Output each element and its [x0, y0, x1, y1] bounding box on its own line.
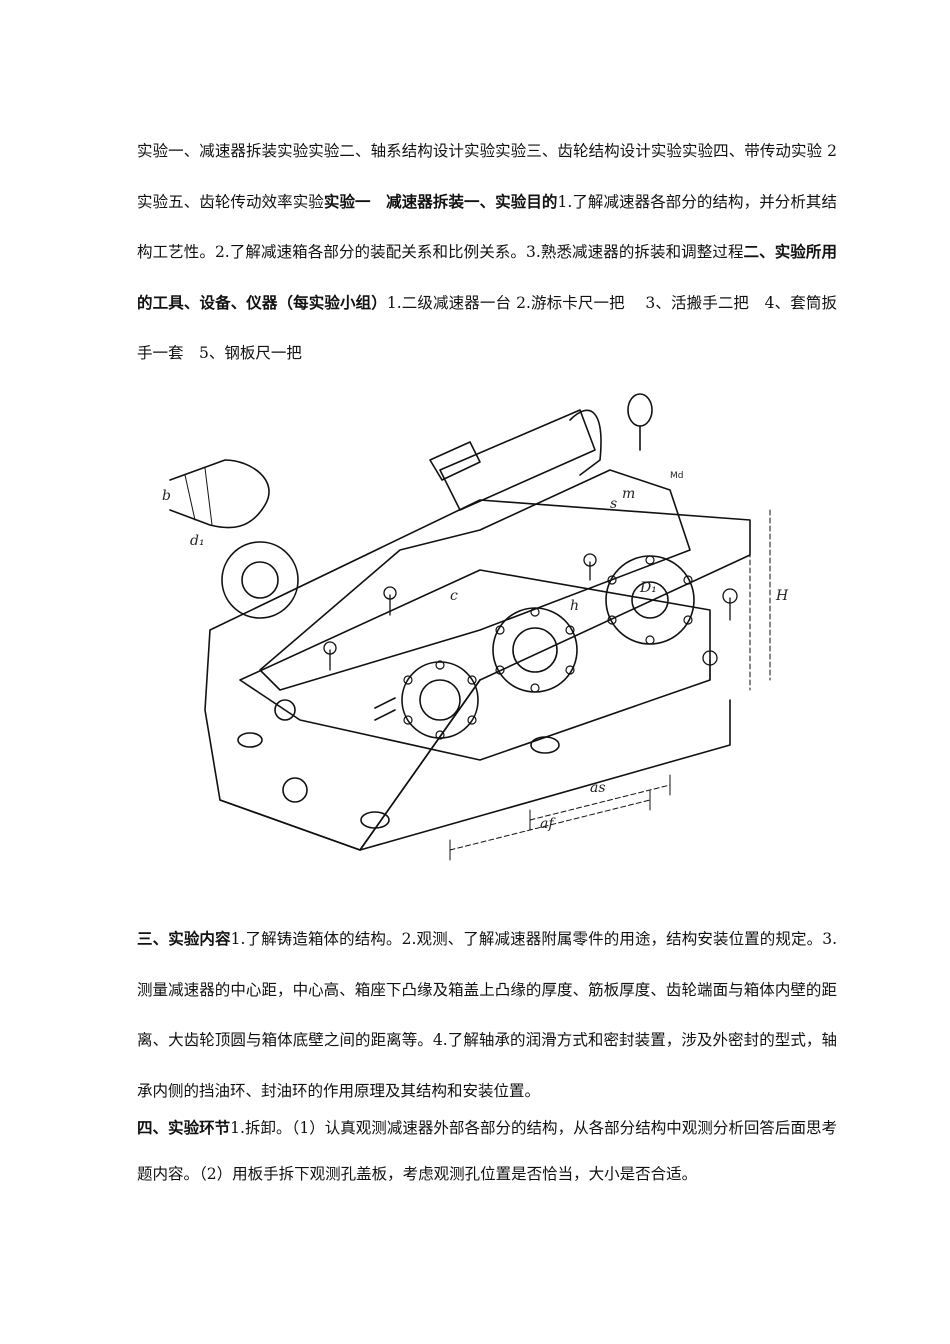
section4-paragraph: 四、实验环节1.拆卸。（1）认真观测减速器外部各部分的结构，从各部分结构中观测分…	[137, 1105, 837, 1197]
base-bottom	[219, 699, 731, 851]
tools-text: 1.二级减速器一台 2.游标卡尺一把 3、活搬手二把 4、套筒扳手一套 5、钢板…	[137, 293, 837, 363]
dimension-h: H	[775, 588, 789, 604]
dimension-m: m	[622, 486, 635, 502]
tools-heading: 二、实验所用的工具、设备、仪器（每实验小组）	[137, 243, 837, 312]
bearing-cover-2	[401, 661, 479, 739]
gear-reducer-svg: af as H m D₁ Md s c h b d₁	[162, 393, 789, 861]
section4-heading: 四、实验环节	[137, 1119, 231, 1137]
gear-reducer-drawing: af as H m D₁ Md s c h b d₁	[150, 380, 810, 880]
dimension-as: as	[590, 780, 606, 796]
oil-gauge	[274, 699, 296, 721]
section3-paragraph: 三、实验内容1.了解铸造箱体的结构。2.观测、了解减速器附属零件的用途，结构安装…	[137, 914, 837, 1116]
dimension-b: b	[162, 488, 171, 504]
lifting-eye	[627, 393, 653, 427]
dimension-c: c	[450, 588, 458, 604]
input-shaft	[374, 697, 396, 721]
dimension-d1: D₁	[639, 580, 657, 596]
section4-body: 1.拆卸。（1）认真观测减速器外部各部分的结构，从各部分结构中观测分析回答后面思…	[137, 1119, 837, 1183]
dimension-md: Md	[670, 471, 683, 481]
dimension-d1-inset: d₁	[190, 533, 205, 549]
inspection-cover	[439, 409, 596, 511]
intro-paragraph: 实验一、减速器拆装实验实验二、轴系结构设计实验实验三、齿轮结构设计实验实验四、带…	[137, 126, 837, 379]
experiment-one-heading: 实验一 减速器拆装	[323, 192, 465, 211]
purpose-heading: 一、实验目的	[464, 192, 558, 211]
bearing-cover-3	[492, 607, 578, 693]
dimension-h-small: h	[570, 598, 579, 614]
bearing-cover-1	[221, 541, 299, 619]
output-shaft	[429, 441, 481, 481]
dimension-af: af	[540, 816, 556, 832]
purpose-text: 1.了解减速器各部分的结构，并分析其结构工艺性。2.了解减速箱各部分的装配关系和…	[137, 192, 837, 262]
housing-upper	[259, 469, 691, 691]
dimension-s: s	[610, 496, 617, 512]
section3-heading: 三、实验内容	[137, 930, 231, 948]
intro-lead: 实验一、减速器拆装实验实验二、轴系结构设计实验实验三、齿轮结构设计实验实验四、带…	[137, 142, 837, 211]
section3-body: 1.了解铸造箱体的结构。2.观测、了解减速器附属零件的用途，结构安装位置的规定。…	[137, 930, 837, 1100]
section-detail	[169, 459, 270, 529]
housing-lower	[239, 569, 711, 761]
drain-plug	[282, 777, 308, 803]
